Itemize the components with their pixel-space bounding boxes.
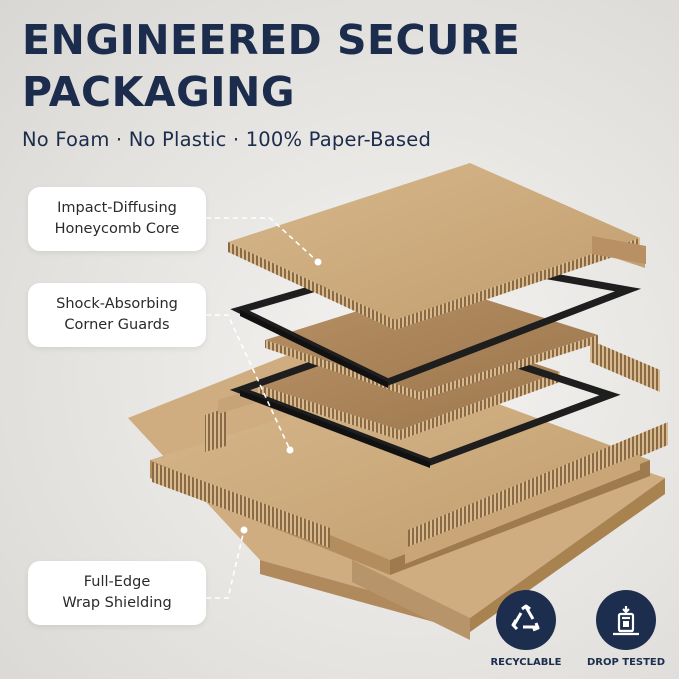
- base-tray: [150, 365, 668, 575]
- callout-wrap-shielding: Full-Edge Wrap Shielding: [28, 561, 206, 625]
- badge-label-recyclable: RECYCLABLE: [490, 657, 562, 668]
- drop-test-icon: [613, 606, 639, 636]
- drop-test-icon-disc: [596, 590, 656, 650]
- callout-3-line-1: Full-Edge: [83, 574, 151, 590]
- side-honeycomb-strip: [590, 340, 660, 392]
- callout-1-line-1: Impact-Diffusing: [57, 200, 177, 216]
- corner-spacer: [592, 236, 646, 264]
- leader-dot-honeycomb: [314, 258, 322, 266]
- callout-2-line-1: Shock-Absorbing: [56, 296, 178, 312]
- top-honeycomb-sheet: [228, 163, 645, 330]
- page-title: ENGINEERED SECURE PACKAGING: [22, 14, 520, 118]
- callout-honeycomb-core: Impact-Diffusing Honeycomb Core: [28, 187, 206, 251]
- callout-3-line-2: Wrap Shielding: [62, 595, 172, 611]
- badge-label-drop-tested: DROP TESTED: [586, 657, 666, 668]
- badge-recyclable: RECYCLABLE: [486, 590, 566, 668]
- leader-line-wrap: [206, 529, 245, 599]
- badge-drop-tested: DROP TESTED: [586, 590, 666, 668]
- callout-1-line-2: Honeycomb Core: [54, 221, 180, 237]
- callout-corner-guards: Shock-Absorbing Corner Guards: [28, 283, 206, 347]
- leader-dot-corner-guards: [286, 446, 294, 454]
- leader-line-corner-guards: [206, 314, 291, 451]
- title-line-1: ENGINEERED SECURE: [22, 16, 521, 64]
- leader-dot-wrap: [240, 526, 248, 534]
- callout-leader-lines: [206, 217, 319, 599]
- recycle-icon: [511, 604, 540, 632]
- title-line-2: PACKAGING: [22, 68, 295, 116]
- leader-line-honeycomb: [206, 217, 319, 263]
- recycle-icon-disc: [496, 590, 556, 650]
- callout-2-line-2: Corner Guards: [64, 317, 170, 333]
- page-subtitle: No Foam · No Plastic · 100% Paper-Based: [22, 128, 432, 151]
